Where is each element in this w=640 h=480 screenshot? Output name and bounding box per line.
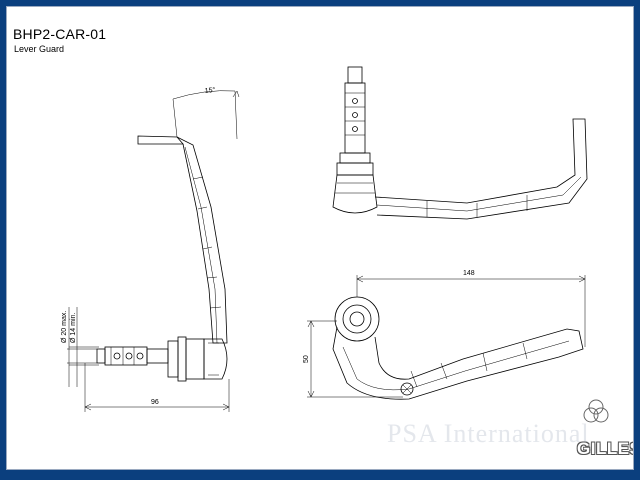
angle-dimension [172,90,240,140]
gilles-logo-text: GILLES [577,439,633,458]
watermark-text: PSA International [387,419,590,448]
angle-label: 15° [204,86,216,95]
side-view-mount [96,336,228,382]
length-dimension-148 [356,275,586,347]
height-label-50: 50 [303,355,310,363]
length-label-96: 96 [151,399,159,406]
min-diameter-label: Ø 14 min. [70,313,77,343]
max-diameter-label: Ø 20 max. [61,311,68,343]
front-view-guard [374,118,588,220]
length-dimension-96 [84,363,230,412]
side-view-guard [137,135,228,344]
height-dimension-50 [307,320,403,398]
length-label-148: 148 [463,270,475,277]
part-description: Lever Guard [14,44,65,54]
front-view-insert [332,66,378,214]
gilles-logo-icon [583,399,609,423]
drawing-sheet: BHP2-CAR-01 Lever Guard PSA Internationa… [6,6,634,470]
part-number: BHP2-CAR-01 [13,26,107,42]
plan-view-guard [332,296,584,400]
technical-drawing: 15° 96 Ø 20 max. Ø 14 min. 148 50 [61,66,609,423]
diameter-dimensions [67,307,99,387]
